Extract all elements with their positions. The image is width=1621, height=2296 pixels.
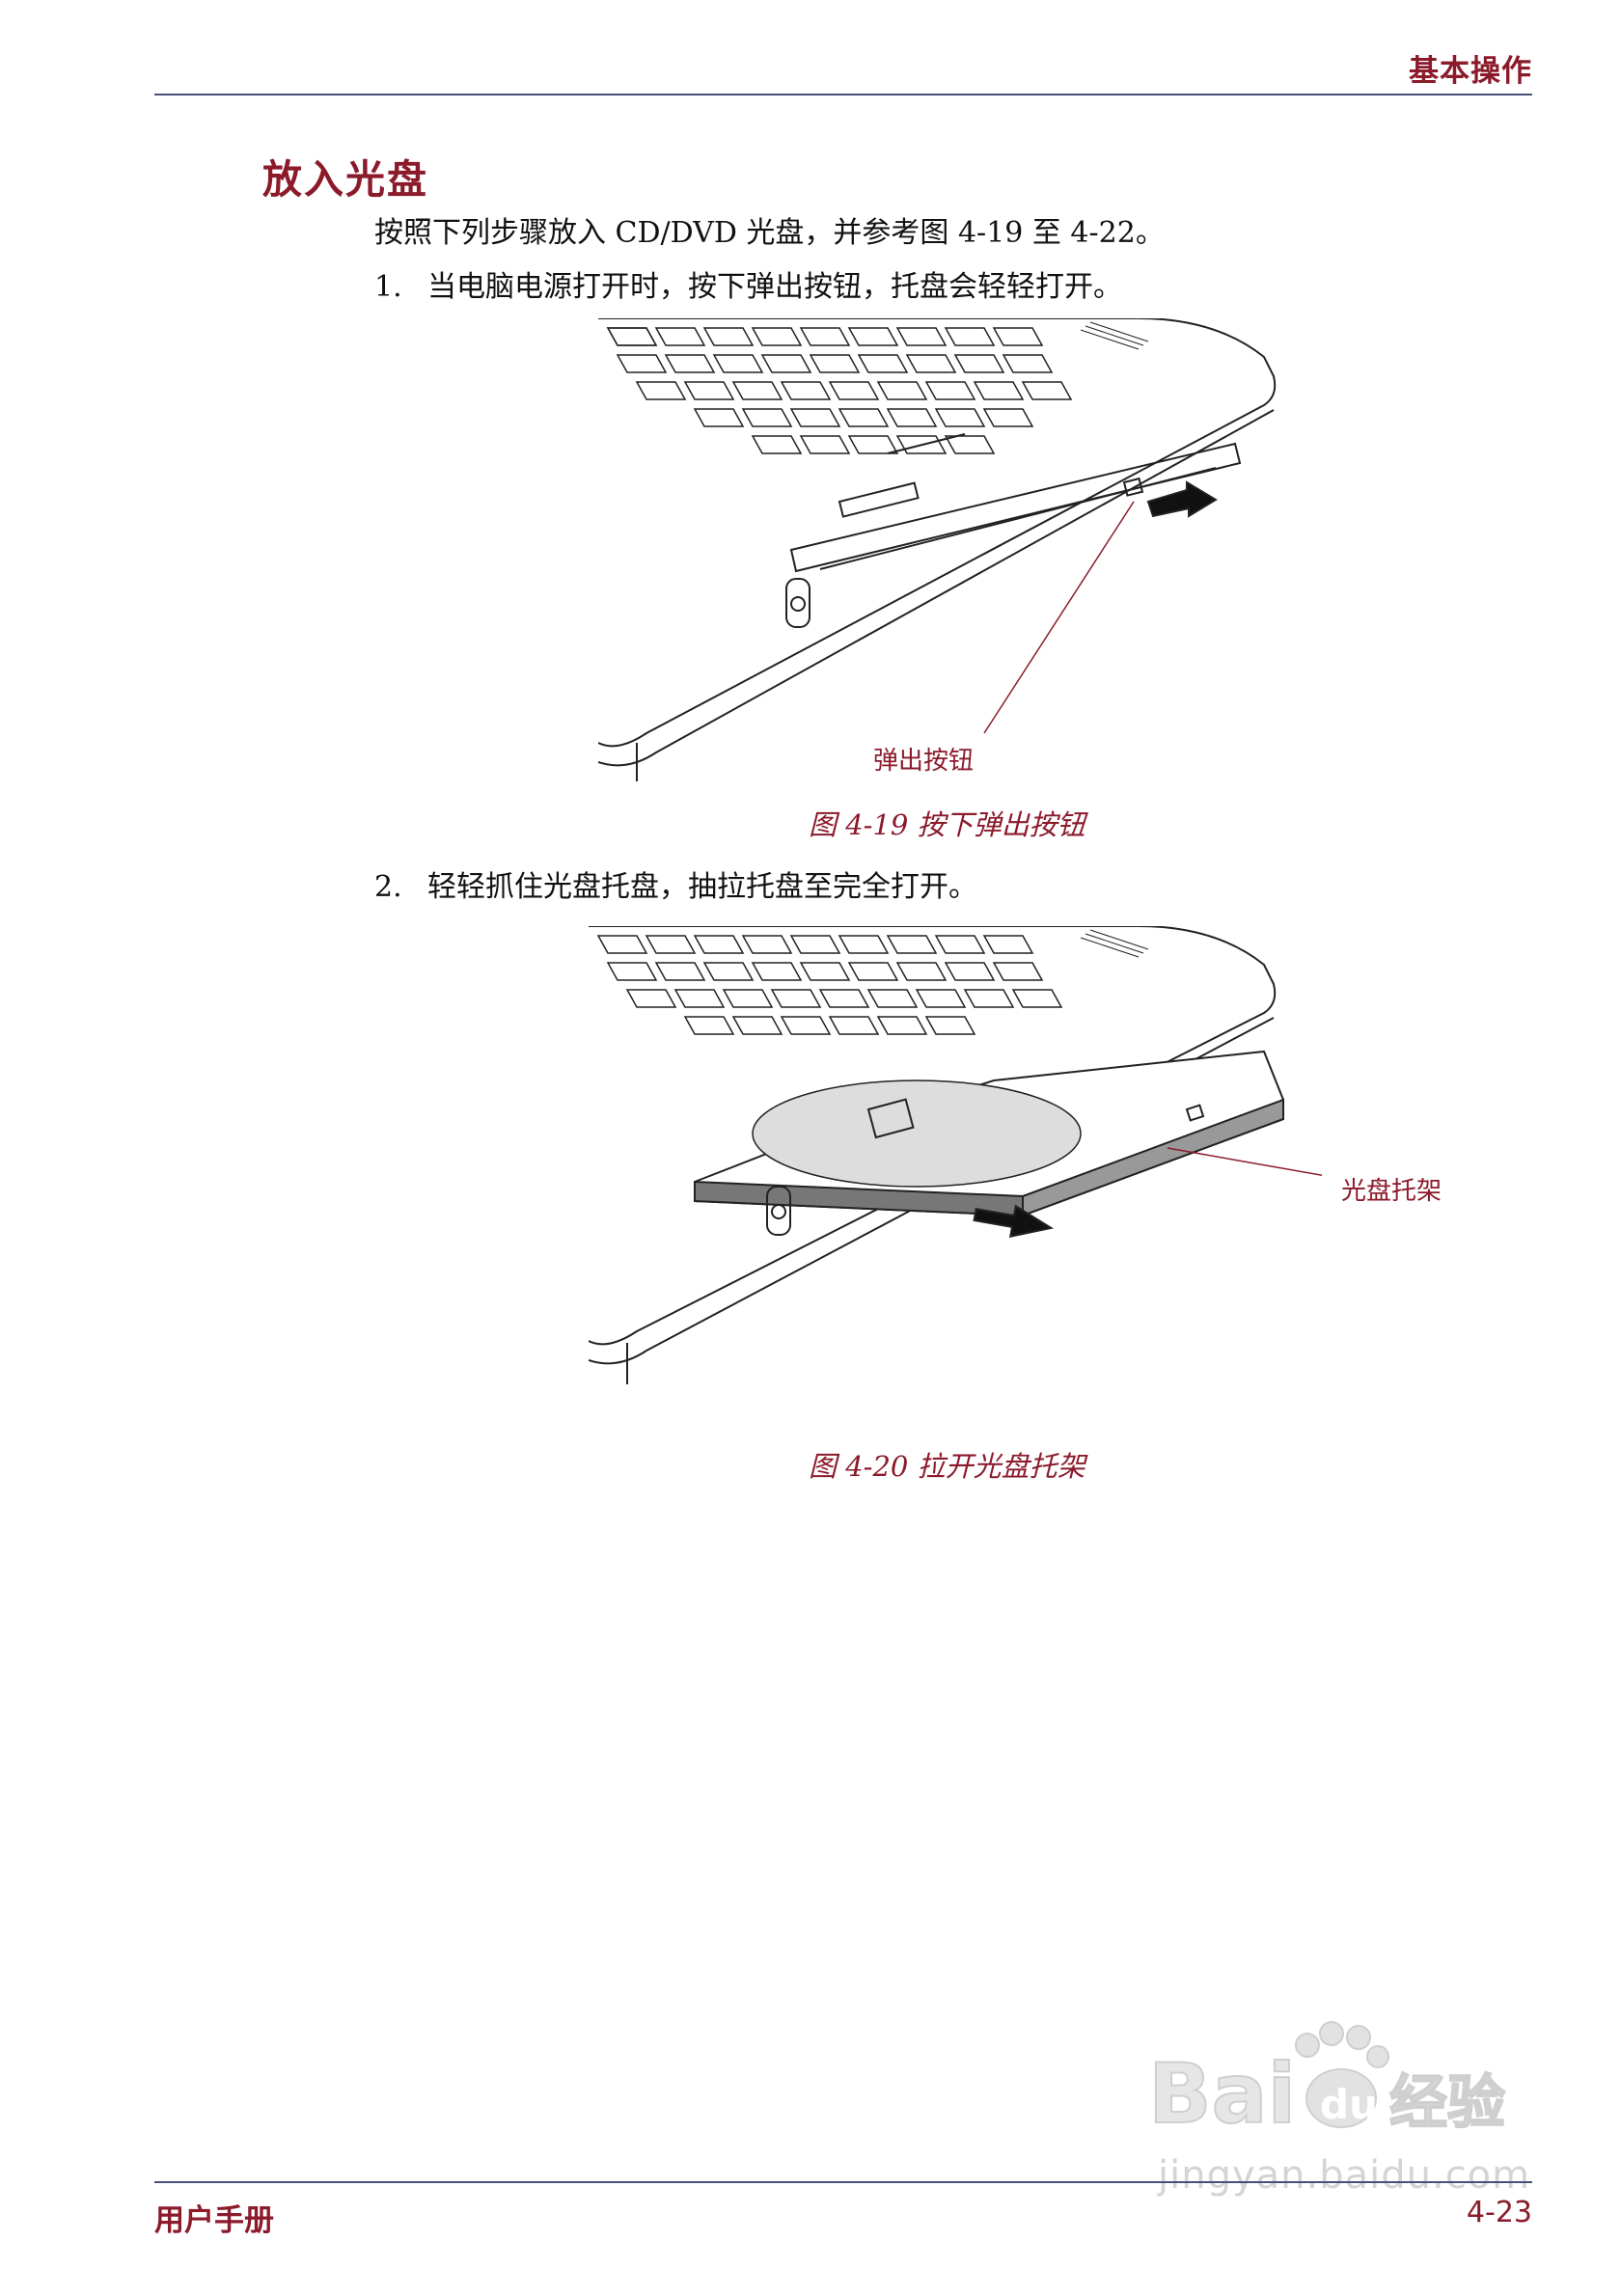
figure-4-20-callout: 光盘托架 <box>1341 1177 1442 1206</box>
page-number: 4-23 <box>1466 2196 1532 2229</box>
svg-text:du: du <box>1320 2081 1378 2128</box>
figure-4-20-illustration <box>588 925 1333 1393</box>
step-2: 2. 轻轻抓住光盘托盘，抽拉托盘至完全打开。 <box>374 868 977 907</box>
step-2-text: 轻轻抓住光盘托盘，抽拉托盘至完全打开。 <box>427 870 977 904</box>
baidu-watermark: Bai 经验 du <box>1147 2016 1534 2146</box>
step-2-number: 2. <box>374 870 402 904</box>
header-rule <box>154 94 1532 96</box>
watermark-url: jingyan.baidu.com <box>1158 2153 1531 2198</box>
step-1: 1. 当电脑电源打开时，按下弹出按钮，托盘会轻轻打开。 <box>374 268 1122 307</box>
figure-4-20-caption: 图 4-20 拉开光盘托架 <box>809 1450 1085 1483</box>
step-1-number: 1. <box>374 270 402 304</box>
section-title: 放入光盘 <box>262 156 428 203</box>
figure-4-19-callout: 弹出按钮 <box>873 747 975 776</box>
page-header-title: 基本操作 <box>1409 54 1532 89</box>
footer-manual-title: 用户手册 <box>154 2203 274 2238</box>
intro-paragraph: 按照下列步骤放入 CD/DVD 光盘，并参考图 4-19 至 4-22。 <box>374 216 1165 250</box>
step-1-text: 当电脑电源打开时，按下弹出按钮，托盘会轻轻打开。 <box>427 270 1122 304</box>
figure-4-19-illustration <box>597 317 1293 785</box>
footer-rule <box>154 2181 1532 2183</box>
svg-text:Bai: Bai <box>1148 2046 1296 2142</box>
figure-4-19-caption: 图 4-19 按下弹出按钮 <box>809 808 1085 841</box>
svg-text:经验: 经验 <box>1389 2069 1505 2137</box>
